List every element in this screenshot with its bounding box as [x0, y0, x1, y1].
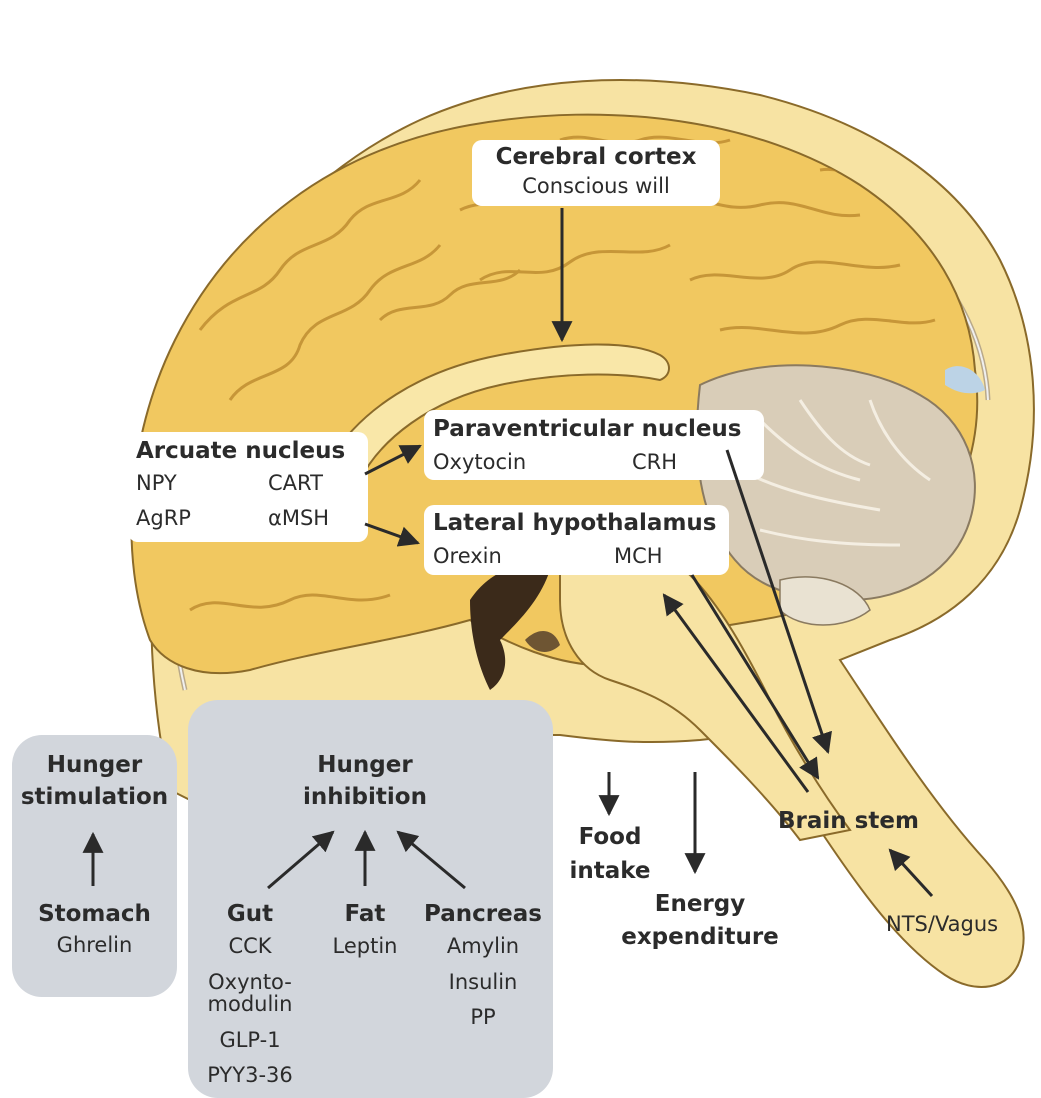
- gut-item-glp1: GLP-1: [200, 1030, 300, 1051]
- inhibition-title-line1: Hunger: [280, 754, 450, 777]
- brain-stem-label: Brain stem: [778, 810, 919, 833]
- arcuate-cart: CART: [268, 473, 323, 494]
- gut-item-oxynto: Oxynto-: [200, 972, 300, 993]
- fat-title: Fat: [320, 903, 410, 926]
- arcuate-agrp: AgRP: [136, 508, 191, 529]
- gut-item-pyy: PYY3-36: [200, 1065, 300, 1086]
- energy-expenditure-line2: expenditure: [615, 926, 785, 949]
- gut-title: Gut: [200, 903, 300, 926]
- pvn-title: Paraventricular nucleus: [433, 418, 742, 441]
- stomach-label: Stomach: [12, 903, 177, 926]
- stimulation-title-line1: Hunger: [12, 754, 177, 777]
- gut-item-cck: CCK: [200, 936, 300, 957]
- pvn-oxytocin: Oxytocin: [433, 452, 526, 473]
- lateral-title: Lateral hypothalamus: [433, 512, 716, 535]
- pancreas-item-insulin: Insulin: [418, 972, 548, 993]
- ghrelin-label: Ghrelin: [12, 935, 177, 956]
- arcuate-amsh: αMSH: [268, 508, 329, 529]
- stimulation-title-line2: stimulation: [12, 786, 177, 809]
- fat-item-leptin: Leptin: [320, 936, 410, 957]
- pancreas-title: Pancreas: [418, 903, 548, 926]
- cortex-title: Cerebral cortex: [472, 146, 720, 169]
- gut-item-modulin: modulin: [200, 994, 300, 1015]
- food-intake-line1: Food: [560, 826, 660, 849]
- arcuate-title: Arcuate nucleus: [136, 440, 345, 463]
- cortex-subtitle: Conscious will: [472, 176, 720, 197]
- energy-expenditure-line1: Energy: [615, 893, 785, 916]
- food-intake-line2: intake: [560, 860, 660, 883]
- pancreas-item-pp: PP: [418, 1007, 548, 1028]
- inhibition-title-line2: inhibition: [280, 786, 450, 809]
- arcuate-npy: NPY: [136, 473, 177, 494]
- nts-vagus-label: NTS/Vagus: [886, 914, 998, 935]
- pancreas-item-amylin: Amylin: [418, 936, 548, 957]
- lateral-orexin: Orexin: [433, 546, 502, 567]
- lateral-mch: MCH: [614, 546, 663, 567]
- pvn-crh: CRH: [632, 452, 677, 473]
